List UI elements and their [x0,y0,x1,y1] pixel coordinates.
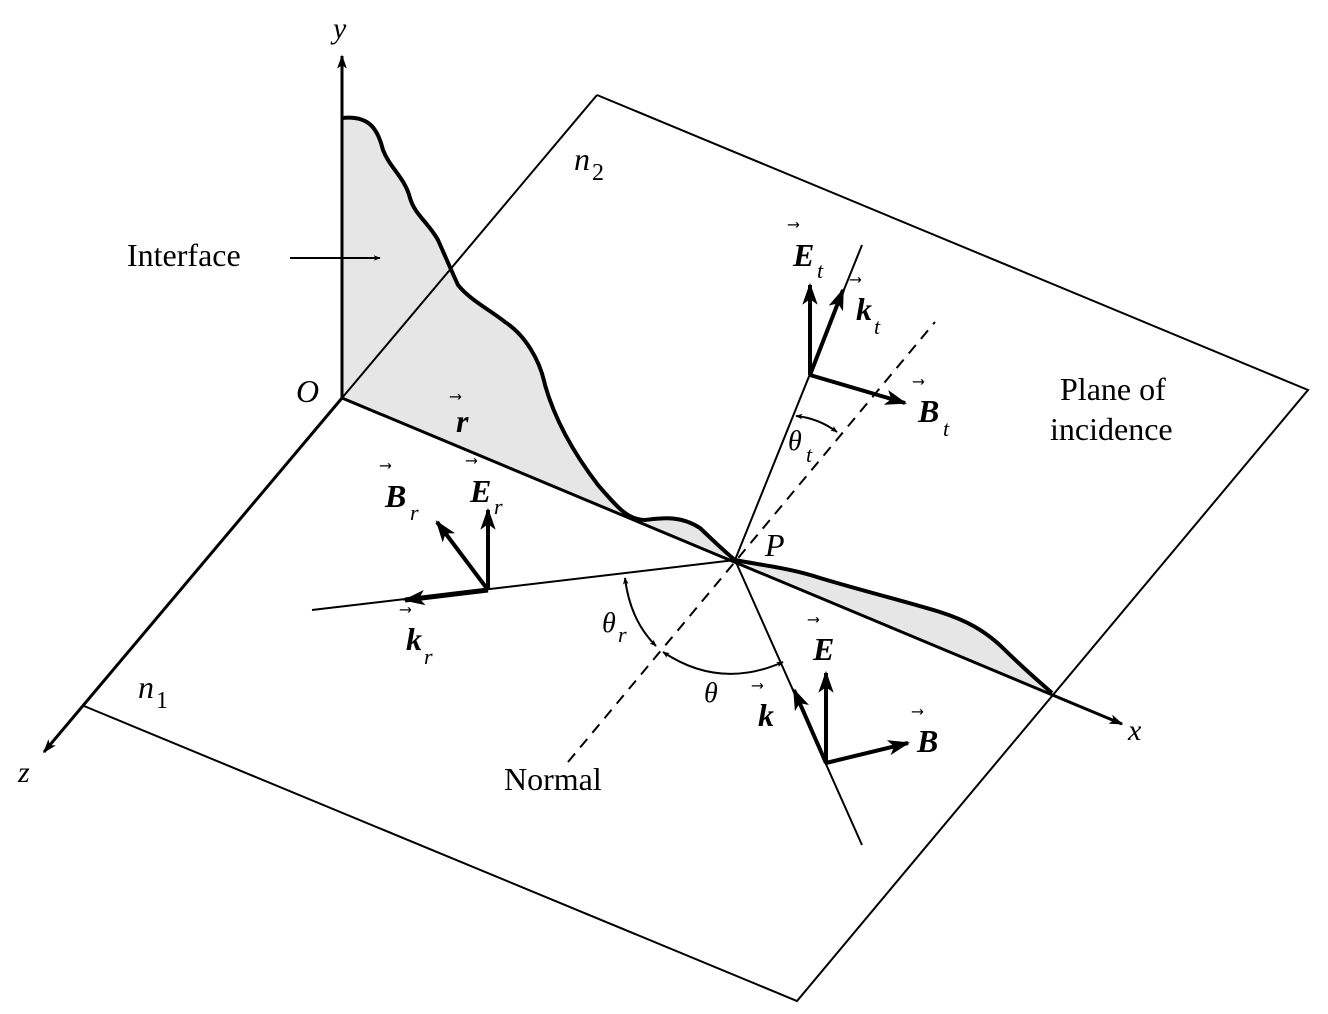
Br-arrow [435,520,490,592]
svg-text:θ: θ [602,608,616,639]
svg-text:B: B [916,723,938,759]
z-axis-label: z [17,756,30,789]
z-axis [42,397,344,754]
svg-text:B: B [384,478,406,514]
svg-text:E: E [792,237,814,273]
Bt-label: B ⃗ t [912,379,950,441]
svg-text:n: n [138,669,154,705]
svg-text:⃗: ⃗ [465,458,478,464]
plane-label-line1: Plane of [1060,371,1166,407]
svg-text:r: r [618,622,627,647]
interface-label: Interface [127,237,241,273]
svg-text:n: n [574,141,590,177]
svg-text:t: t [806,442,813,467]
point-p-label: P [764,527,785,563]
svg-text:⃗: ⃗ [399,607,412,613]
svg-text:⃗: ⃗ [912,379,925,385]
theta-r-arc [622,577,657,647]
svg-text:k: k [758,697,774,733]
svg-text:t: t [874,314,881,339]
kr-label: k ⃗ r [399,607,433,669]
k-label: k ⃗ [751,683,774,733]
origin-label: O [296,373,319,409]
x-axis-label: x [1127,714,1142,747]
theta-label: θ [704,678,718,709]
Er-label: E ⃗ r [465,458,503,519]
theta-arc [662,651,784,675]
svg-text:2: 2 [592,160,604,186]
kt-arrow [808,287,845,376]
y-axis-label: y [330,12,347,45]
normal-line [567,321,936,763]
theta-r-label: θ r [602,608,627,647]
svg-text:E: E [812,631,834,667]
plane-label-line2: incidence [1050,411,1173,447]
theta-t-label: θ t [788,426,813,467]
svg-text:⃗: ⃗ [787,222,800,228]
B-label: B ⃗ [911,709,938,759]
kr-arrow [402,587,489,606]
svg-text:k: k [856,291,872,327]
svg-text:⃗: ⃗ [911,709,924,715]
svg-text:1: 1 [156,688,168,714]
svg-text:⃗: ⃗ [379,463,392,469]
svg-text:t: t [943,416,950,441]
svg-text:r: r [456,403,469,439]
normal-label: Normal [504,761,602,797]
svg-text:r: r [410,500,419,525]
svg-text:⃗: ⃗ [849,277,862,283]
svg-text:⃗: ⃗ [807,617,820,623]
kt-label: k ⃗ t [849,277,881,339]
k-arrow [792,687,828,764]
svg-text:B: B [917,393,939,429]
E-label: E ⃗ [807,617,834,667]
svg-text:⃗: ⃗ [751,683,764,689]
theta-t-arc [795,413,838,433]
svg-text:r: r [494,494,503,519]
svg-text:t: t [817,258,824,283]
B-arrow [825,740,911,765]
svg-text:k: k [406,621,422,657]
Bt-arrow [809,373,908,405]
plane-edge-back [341,94,598,399]
reflected-ray-line [311,559,736,611]
svg-text:r: r [424,644,433,669]
svg-text:θ: θ [788,426,802,457]
n2-label: n 2 [574,141,604,186]
svg-text:E: E [469,473,491,509]
plane-of-incidence [83,94,1310,1003]
n1-label: n 1 [138,669,168,714]
interface-surface [342,117,1052,693]
interface-edge [341,115,1054,695]
Br-label: B ⃗ r [379,463,419,525]
Et-label: E ⃗ t [787,222,824,283]
